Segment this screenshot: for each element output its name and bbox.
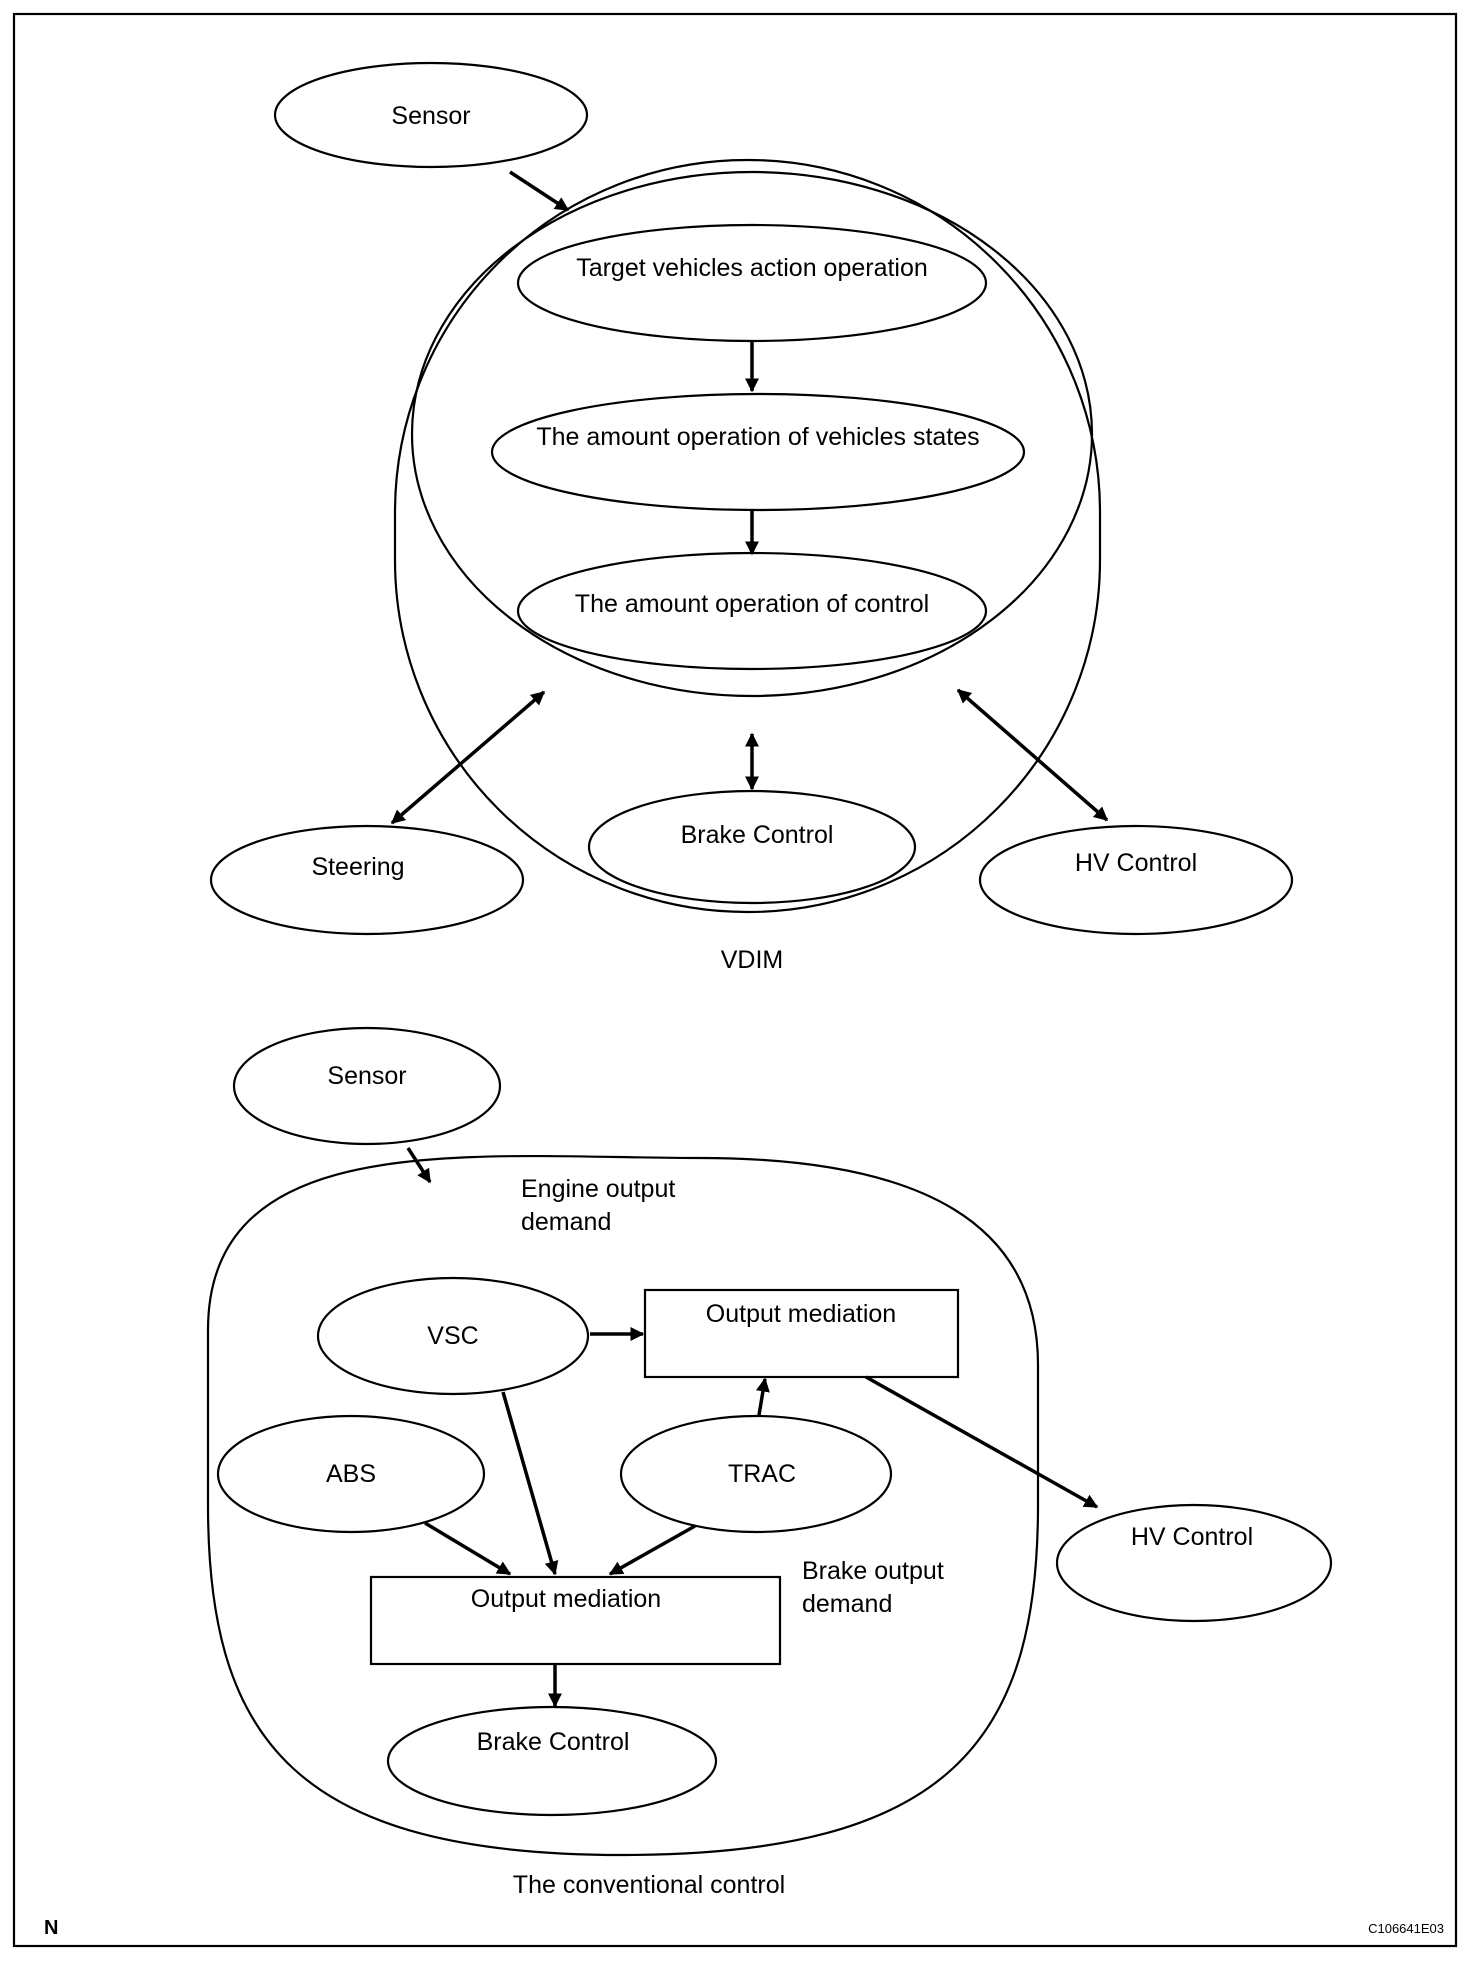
conv-brake-control-node (386, 1705, 718, 1817)
footer-figure-code: C106641E03 (1368, 1921, 1444, 1936)
conv-output-mediation-top-box (643, 1288, 960, 1379)
vdim-amount-control-label: The amount operation of control (575, 590, 929, 618)
conv-hv-control-node (1055, 1503, 1333, 1623)
conv-engine-demand-line1: Engine output (521, 1175, 675, 1203)
conv-trac-node (619, 1414, 893, 1534)
vdim-caption: VDIM (721, 946, 784, 974)
vdim-amount-states-node (490, 392, 1026, 512)
conventional-caption: The conventional control (513, 1871, 785, 1899)
conv-output-mediation-bottom-label: Output mediation (471, 1585, 661, 1613)
vdim-steering-node (209, 824, 525, 936)
conv-arrow-sensor-to-system (406, 1147, 432, 1184)
conv-vsc-label: VSC (427, 1322, 478, 1350)
conv-sensor-node (232, 1026, 502, 1146)
conv-engine-demand-line2: demand (521, 1208, 611, 1236)
vdim-arrow-steering-bidirectional (390, 690, 546, 825)
vdim-amount-states-label: The amount operation of vehicles states (536, 423, 979, 451)
conv-brake-control-label: Brake Control (477, 1728, 630, 1756)
vdim-inner-circle (410, 170, 1094, 698)
conv-trac-label: TRAC (728, 1460, 796, 1488)
page-border (12, 12, 1458, 1948)
vdim-target-action-node (516, 223, 988, 343)
vdim-steering-label: Steering (311, 853, 404, 881)
conv-brake-demand-line1: Brake output (802, 1557, 944, 1585)
footer-left-mark: N (44, 1917, 58, 1939)
conv-output-mediation-top-label: Output mediation (706, 1300, 896, 1328)
conv-arrow-trac-to-bottom-mediation (608, 1524, 696, 1576)
conv-output-mediation-bottom-box (369, 1575, 782, 1666)
conv-arrow-vsc-to-bottom-mediation (501, 1391, 559, 1576)
vdim-arrow-sensor-to-system (509, 170, 570, 212)
conv-brake-demand-line2: demand (802, 1590, 892, 1618)
conv-sensor-label: Sensor (327, 1062, 406, 1090)
conv-vsc-node (316, 1276, 590, 1396)
conv-arrow-trac-to-mediation (756, 1377, 770, 1416)
vdim-brake-control-label: Brake Control (681, 821, 834, 849)
vdim-sensor-node (273, 61, 589, 169)
conv-arrow-mediation-to-hv (865, 1375, 1099, 1509)
vdim-target-action-label: Target vehicles action operation (576, 254, 928, 282)
vdim-brake-control-node (587, 789, 917, 905)
vdim-hv-control-node (978, 824, 1294, 936)
conv-abs-label: ABS (326, 1460, 376, 1488)
conv-hv-control-label: HV Control (1131, 1523, 1253, 1551)
vdim-outer-enclosure (393, 158, 1102, 914)
vdim-sensor-label: Sensor (391, 102, 470, 130)
vdim-arrow-hv-bidirectional (956, 688, 1109, 822)
conv-arrow-abs-to-bottom-mediation (424, 1521, 512, 1576)
vdim-hv-control-label: HV Control (1075, 849, 1197, 877)
conventional-enclosure (206, 1154, 1040, 1857)
conv-abs-node (216, 1414, 486, 1534)
